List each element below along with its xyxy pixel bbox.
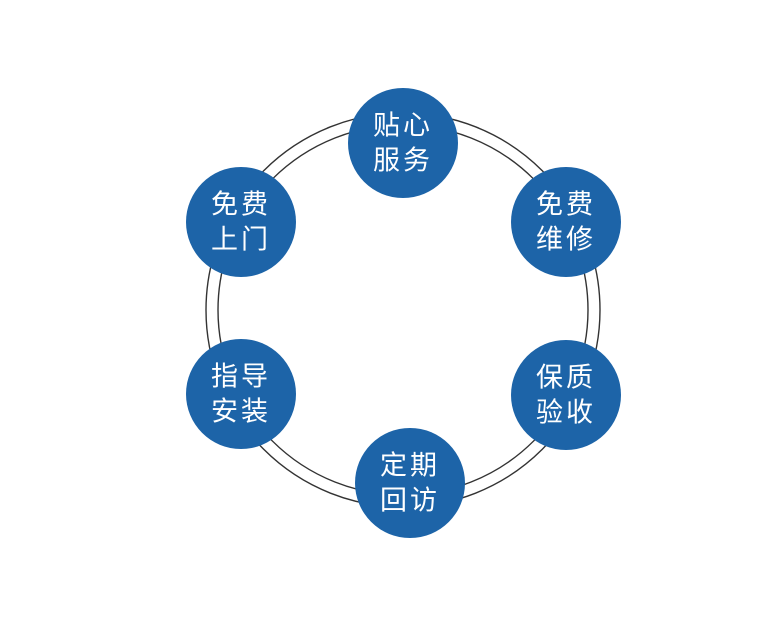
node-circle	[355, 428, 465, 538]
node-tiexin-fuwu: 贴心 服务	[348, 88, 458, 198]
node-label-line-1: 定期	[380, 451, 440, 482]
node-mianfei-shangmen: 免费 上门	[186, 167, 296, 277]
node-mianfei-weixiu: 免费 维修	[511, 167, 621, 277]
node-label-line-2: 回访	[380, 486, 440, 517]
node-label-line-2: 验收	[536, 398, 596, 429]
node-circle	[186, 167, 296, 277]
node-label-line-2: 上门	[211, 225, 271, 256]
node-circle	[511, 340, 621, 450]
node-zhidao-anzhuang: 指导 安装	[186, 339, 296, 449]
node-label-line-2: 安装	[211, 397, 271, 428]
node-circle	[186, 339, 296, 449]
node-label-line-1: 指导	[211, 362, 271, 393]
node-label-line-2: 服务	[373, 146, 433, 177]
node-circle	[348, 88, 458, 198]
node-circle	[511, 167, 621, 277]
node-label-line-1: 免费	[211, 190, 271, 221]
node-label-line-2: 维修	[536, 225, 596, 256]
node-label-line-1: 保质	[536, 363, 596, 394]
node-label-line-1: 贴心	[373, 111, 433, 142]
node-dingqi-huifang: 定期 回访	[355, 428, 465, 538]
node-baozhi-yanshou: 保质 验收	[511, 340, 621, 450]
node-label-line-1: 免费	[536, 190, 596, 221]
